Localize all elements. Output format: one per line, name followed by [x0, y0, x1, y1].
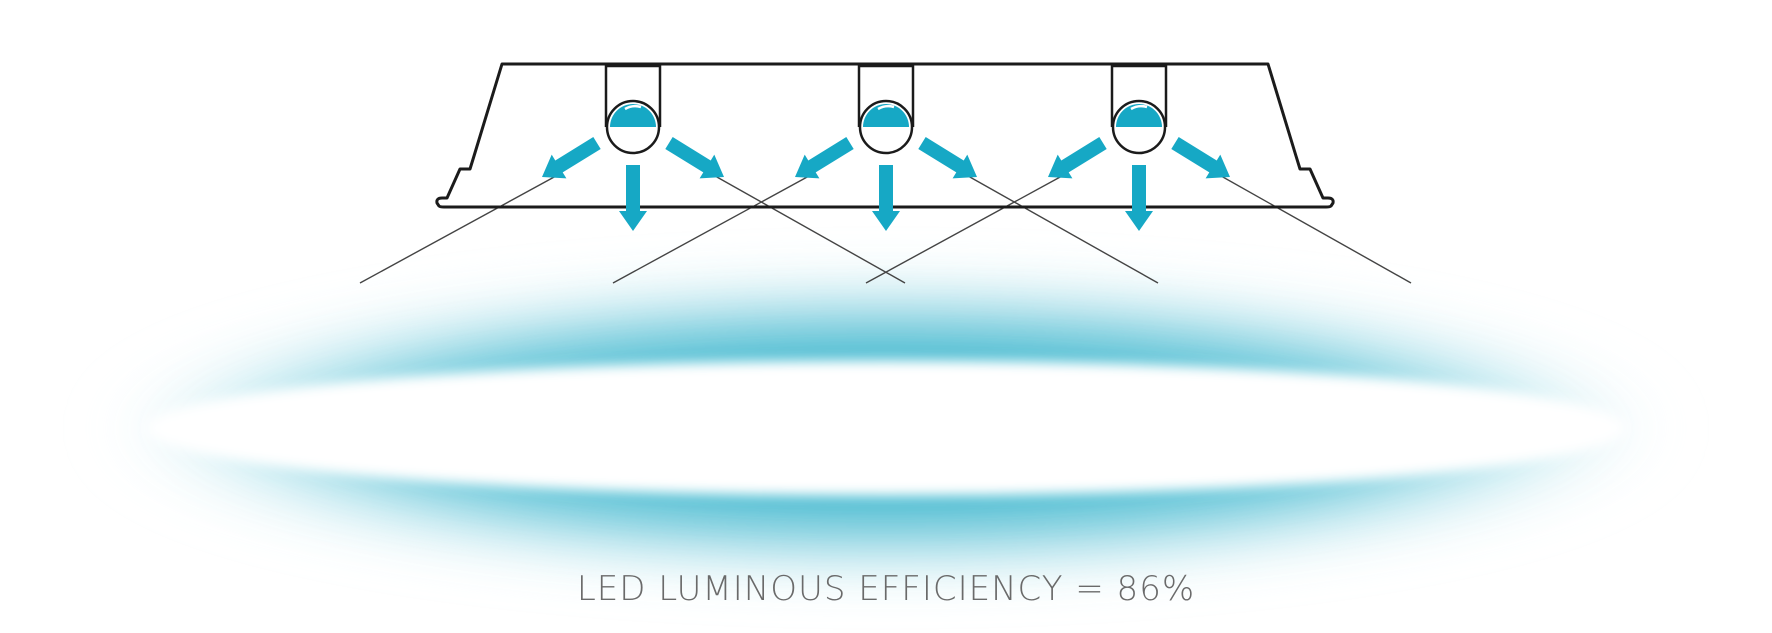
led-module-3 [1048, 64, 1230, 231]
led-bracket [604, 64, 662, 127]
led-module-2 [795, 64, 977, 231]
light-arrow-icon [872, 165, 900, 231]
efficiency-caption: LED LUMINOUS EFFICIENCY = 86% [576, 569, 1196, 609]
led-lamp-icon [858, 99, 914, 155]
light-arrow-icon [1171, 137, 1230, 179]
led-bracket [857, 64, 915, 127]
led-lamp-icon [1111, 99, 1167, 155]
light-arrow-icon [1048, 137, 1107, 179]
led-module-1 [542, 64, 724, 231]
led-bracket [1110, 64, 1168, 127]
light-arrow-icon [918, 137, 977, 179]
light-arrow-icon [619, 165, 647, 231]
light-arrow-icon [795, 137, 854, 179]
light-arrow-icon [1125, 165, 1153, 231]
light-arrow-icon [665, 137, 724, 179]
beam-lines [359, 171, 1412, 284]
luminaire-housing [435, 62, 1335, 209]
illuminated-area [86, 273, 1686, 583]
led-lamp-icon [605, 99, 661, 155]
light-arrow-icon [542, 137, 601, 179]
